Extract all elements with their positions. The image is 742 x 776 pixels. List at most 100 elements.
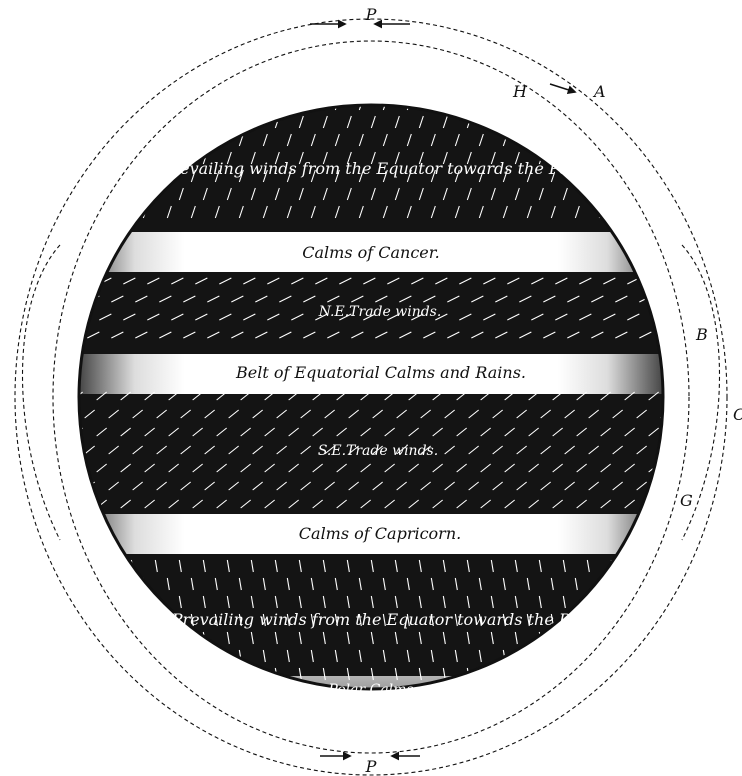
polar-calms-bottom-label: Polar Calms	[327, 682, 413, 698]
south-prevailing-wind-arrow	[647, 650, 649, 662]
north-prevailing-wind-arrow	[671, 170, 675, 182]
south-prevailing-wind-arrow	[83, 560, 85, 572]
south-prevailing-wind-arrow	[191, 650, 193, 662]
south-prevailing-label: Prevailing winds from the Equator toward…	[171, 610, 599, 629]
north-prevailing-wind-arrow	[95, 170, 99, 182]
south-prevailing-wind-arrow	[623, 578, 625, 590]
north-prevailing-wind-arrow	[659, 188, 663, 200]
ne-trade-wind-arrow	[63, 332, 75, 338]
south-prevailing-wind-arrow	[575, 650, 577, 662]
se-trade-wind-arrow	[673, 392, 683, 400]
north-prevailing-wind-arrow	[503, 98, 507, 110]
equatorial-label: Belt of Equatorial Calms and Rains.	[235, 363, 526, 382]
south-prevailing-wind-arrow	[119, 650, 121, 662]
letter-b: B	[695, 325, 708, 344]
calms-cancer-label: Calms of Cancer.	[302, 243, 440, 262]
north-prevailing-wind-arrow	[611, 188, 615, 200]
north-prevailing-wind-arrow	[491, 116, 495, 128]
south-prevailing-wind-arrow	[83, 668, 85, 680]
south-prevailing-wind-arrow	[587, 632, 589, 644]
ne-trade-wind-arrow	[75, 278, 87, 284]
north-prevailing-label: Prevailing winds from the Equator toward…	[161, 159, 589, 178]
north-prevailing-wind-arrow	[155, 116, 159, 128]
north-prevailing-wind-arrow	[587, 116, 591, 128]
north-prevailing-wind-arrow	[575, 134, 579, 146]
se-trade-label: S.E.Trade winds.	[318, 443, 438, 459]
south-prevailing-wind-arrow	[227, 668, 229, 680]
north-prevailing-wind-arrow	[95, 134, 99, 146]
south-prevailing-wind-arrow	[179, 668, 181, 680]
north-prevailing-wind-arrow	[659, 152, 663, 164]
north-prevailing-wind-arrow	[155, 152, 159, 164]
south-prevailing-wind-arrow	[551, 650, 553, 662]
north-prevailing-wind-arrow	[131, 188, 135, 200]
north-prevailing-wind-arrow	[107, 188, 111, 200]
south-prevailing-wind-arrow	[659, 668, 661, 680]
north-prevailing-wind-arrow	[119, 206, 123, 218]
north-prevailing-wind-arrow	[611, 152, 615, 164]
north-prevailing-wind-arrow	[215, 134, 219, 146]
north-prevailing-wind-arrow	[635, 152, 639, 164]
ne-trade-label: N.E.Trade winds.	[318, 304, 442, 320]
north-prevailing-wind-arrow	[119, 134, 123, 146]
south-prevailing-wind-arrow	[95, 650, 97, 662]
north-prevailing-wind-arrow	[119, 98, 123, 110]
south-prevailing-wind-arrow	[635, 632, 637, 644]
north-prevailing-wind-arrow	[551, 134, 555, 146]
south-prevailing-wind-arrow	[539, 668, 541, 680]
south-prevailing-wind-arrow	[671, 578, 673, 590]
north-prevailing-wind-arrow	[71, 170, 75, 182]
south-prevailing-wind-arrow	[107, 560, 109, 572]
north-prevailing-wind-arrow	[143, 170, 147, 182]
south-prevailing-wind-arrow	[167, 614, 169, 626]
south-prevailing-wind-arrow	[131, 596, 133, 608]
left-crossing-loop	[23, 245, 61, 540]
north-prevailing-wind-arrow	[191, 134, 195, 146]
north-prevailing-wind-arrow	[191, 98, 195, 110]
south-prevailing-wind-arrow	[71, 578, 73, 590]
south-prevailing-wind-arrow	[515, 668, 517, 680]
se-trade-wind-arrow	[73, 500, 83, 508]
north-prevailing-wind-arrow	[83, 116, 87, 128]
north-prevailing-wind-arrow	[431, 98, 435, 110]
south-prevailing-wind-arrow	[563, 668, 565, 680]
south-prevailing-wind-arrow	[251, 668, 253, 680]
north-prevailing-wind-arrow	[83, 152, 87, 164]
north-prevailing-wind-arrow	[551, 98, 555, 110]
north-prevailing-wind-arrow	[587, 188, 591, 200]
north-prevailing-wind-arrow	[515, 116, 519, 128]
north-prevailing-wind-arrow	[479, 98, 483, 110]
north-prevailing-wind-arrow	[647, 98, 651, 110]
north-prevailing-wind-arrow	[611, 116, 615, 128]
north-prevailing-wind-arrow	[623, 98, 627, 110]
north-prevailing-wind-arrow	[623, 206, 627, 218]
south-prevailing-wind-arrow	[143, 614, 145, 626]
north-prevailing-wind-arrow	[71, 134, 75, 146]
north-prevailing-wind-arrow	[251, 116, 255, 128]
north-prevailing-wind-arrow	[659, 116, 663, 128]
south-prevailing-wind-arrow	[107, 632, 109, 644]
north-prevailing-wind-arrow	[647, 206, 651, 218]
north-prevailing-wind-arrow	[527, 134, 531, 146]
north-prevailing-wind-arrow	[287, 98, 291, 110]
polar-calms-top-label: Polar Calms	[327, 81, 413, 97]
north-prevailing-wind-arrow	[527, 98, 531, 110]
letter-a: A	[592, 82, 606, 101]
letter-p-bottom: P	[365, 757, 377, 776]
south-prevailing-wind-arrow	[635, 596, 637, 608]
north-prevailing-wind-arrow	[95, 98, 99, 110]
north-prevailing-wind-arrow	[167, 98, 171, 110]
south-prevailing-wind-arrow	[95, 578, 97, 590]
south-prevailing-wind-arrow	[671, 614, 673, 626]
north-prevailing-wind-arrow	[227, 116, 231, 128]
north-prevailing-wind-arrow	[167, 134, 171, 146]
north-prevailing-wind-arrow	[71, 98, 75, 110]
south-prevailing-wind-arrow	[563, 632, 565, 644]
south-prevailing-wind-arrow	[71, 614, 73, 626]
ne-trade-wind-arrow	[75, 314, 87, 320]
letter-g: G	[680, 491, 693, 510]
north-prevailing-wind-arrow	[107, 116, 111, 128]
se-trade-wind-arrow	[649, 500, 659, 508]
south-prevailing-wind-arrow	[71, 650, 73, 662]
